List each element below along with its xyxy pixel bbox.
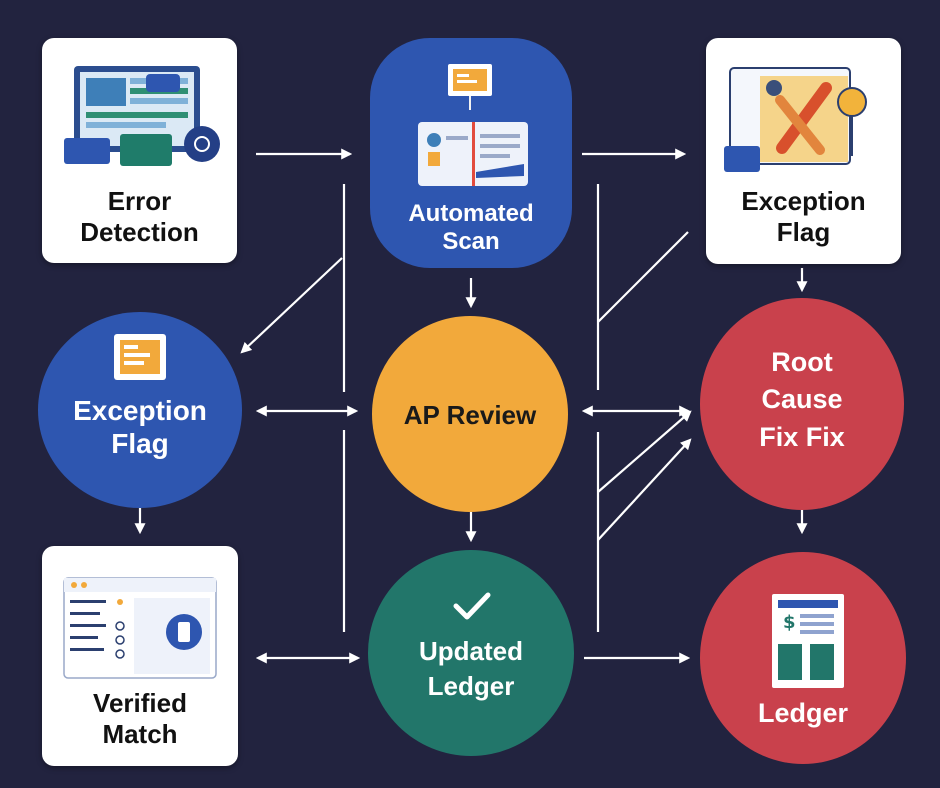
updated-ledger-node: Updated Ledger [368, 550, 574, 756]
exception-flag-top-label: Exception Flag [741, 186, 866, 247]
verified-match-label: Verified Match [93, 688, 187, 749]
document-scan-icon [418, 64, 528, 186]
ap-review-label: AP Review [403, 400, 537, 430]
error-detection-card: Error Detection [42, 38, 237, 263]
ledger-node: $ Ledger [700, 552, 906, 764]
ledger-label: Ledger [757, 698, 849, 728]
flag-sticker-icon [114, 334, 166, 380]
automated-scan-label: Automated Scan [408, 200, 534, 256]
updated-ledger-label: Updated Ledger [419, 636, 523, 701]
ledger-book-icon: $ [772, 594, 844, 688]
error-detection-label: Error Detection [80, 186, 199, 247]
root-cause-node: Root Cause Fix Fix [700, 298, 904, 510]
root-cause-label: Root Cause Fix Fix [759, 347, 845, 452]
automated-scan-node: Automated Scan [370, 38, 572, 268]
exception-flag-left-label: Exception Flag [73, 395, 207, 460]
wrench-tool-icon [724, 67, 867, 172]
exception-flag-top-card: Exception Flag [706, 38, 901, 264]
svg-text:$: $ [783, 612, 796, 633]
arrow-diagonal-to-root-1 [597, 410, 692, 493]
arrow-diagonal-to-flag [240, 257, 343, 354]
verified-match-card: Verified Match [42, 546, 238, 766]
exception-flag-left-node: Exception Flag [38, 312, 242, 508]
ap-review-node: AP Review [372, 316, 568, 512]
diagonal-top-right [597, 231, 689, 323]
monitor-dashboard-icon [64, 66, 220, 166]
arrow-diagonal-to-root-2 [597, 438, 692, 541]
match-list-icon [63, 577, 217, 679]
checkmark-icon [453, 592, 491, 620]
